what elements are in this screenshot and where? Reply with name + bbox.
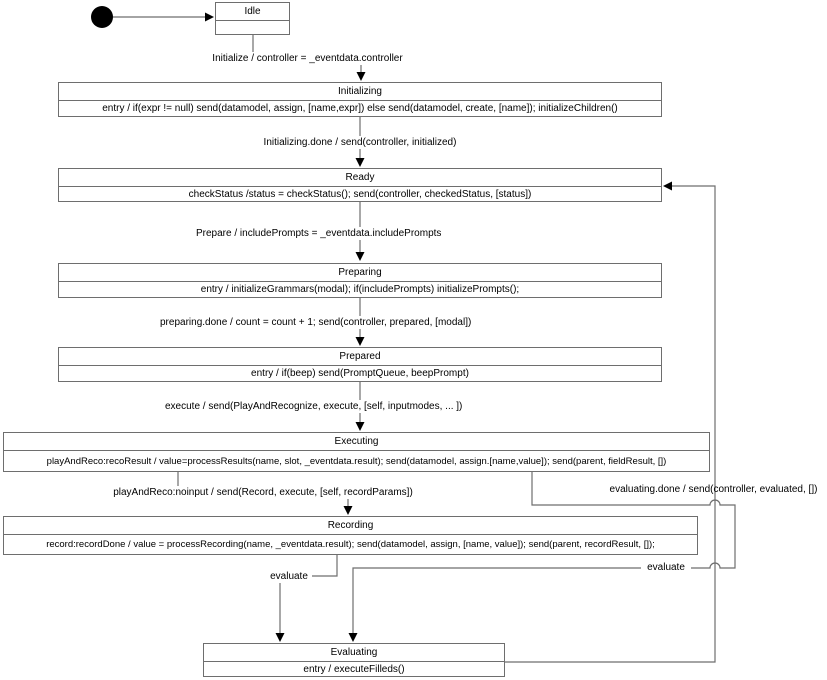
arrowhead-into-preparing — [355, 252, 365, 261]
state-recording: Recording record:recordDone / value = pr… — [3, 516, 698, 555]
arrowhead-into-idle — [205, 12, 214, 22]
state-executing-body: playAndReco:recoResult / value=processRe… — [46, 455, 667, 467]
arrowhead-into-executing — [355, 422, 365, 431]
state-prepared-title: Prepared — [59, 348, 661, 366]
state-idle-body — [216, 21, 289, 34]
label-execute: execute / send(PlayAndRecognize, execute… — [165, 400, 463, 413]
state-evaluating: Evaluating entry / executeFilleds() — [203, 643, 505, 677]
arrowhead-into-ready — [355, 158, 365, 167]
label-prepare: Prepare / includePrompts = _eventdata.in… — [196, 227, 442, 240]
state-prepared-body: entry / if(beep) send(PromptQueue, beepP… — [251, 368, 469, 379]
arrowhead-into-initializing — [356, 72, 366, 81]
evaluate-right-line — [352, 472, 736, 636]
label-initialize: Initialize / controller = _eventdata.con… — [205, 52, 410, 65]
label-initializing-done: Initializing.done / send(controller, ini… — [253, 136, 467, 149]
state-executing: Executing playAndReco:recoResult / value… — [3, 432, 710, 472]
initial-state-icon — [91, 6, 113, 28]
state-initializing: Initializing entry / if(expr != null) se… — [58, 82, 662, 117]
state-prepared: Prepared entry / if(beep) send(PromptQue… — [58, 347, 662, 382]
label-evaluate-right: evaluate — [641, 561, 691, 574]
evaluate-left-line — [279, 555, 338, 636]
state-initializing-title: Initializing — [59, 83, 661, 101]
label-play-noinput: playAndReco:noinput / send(Record, execu… — [103, 486, 423, 499]
state-evaluating-body: entry / executeFilleds() — [303, 663, 405, 675]
state-executing-title: Executing — [4, 433, 709, 451]
arrowhead-into-prepared — [355, 337, 365, 346]
label-evaluating-done: evaluating.done / send(controller, evalu… — [609, 484, 818, 495]
state-preparing: Preparing entry / initializeGrammars(mod… — [58, 263, 662, 298]
state-initializing-body: entry / if(expr != null) send(datamodel,… — [102, 103, 618, 114]
evaluating-done-line — [505, 185, 716, 663]
state-preparing-title: Preparing — [59, 264, 661, 282]
state-ready: Ready checkStatus /status = checkStatus(… — [58, 168, 662, 202]
label-preparing-done: preparing.done / count = count + 1; send… — [160, 316, 472, 329]
state-recording-body: record:recordDone / value = processRecor… — [46, 539, 655, 550]
arrowhead-into-evaluating-left — [275, 633, 285, 642]
state-preparing-body: entry / initializeGrammars(modal); if(in… — [200, 284, 520, 295]
state-recording-title: Recording — [4, 517, 697, 535]
arrowhead-into-ready-right — [663, 181, 672, 191]
state-evaluating-title: Evaluating — [204, 644, 504, 662]
state-idle-title: Idle — [216, 3, 289, 21]
label-evaluate-left: evaluate — [266, 570, 312, 583]
state-ready-body: checkStatus /status = checkStatus(); sen… — [188, 188, 532, 200]
arrowhead-into-recording — [343, 506, 353, 515]
state-idle: Idle — [215, 2, 290, 35]
state-ready-title: Ready — [59, 169, 661, 187]
arrowhead-into-evaluating-right — [348, 633, 358, 642]
